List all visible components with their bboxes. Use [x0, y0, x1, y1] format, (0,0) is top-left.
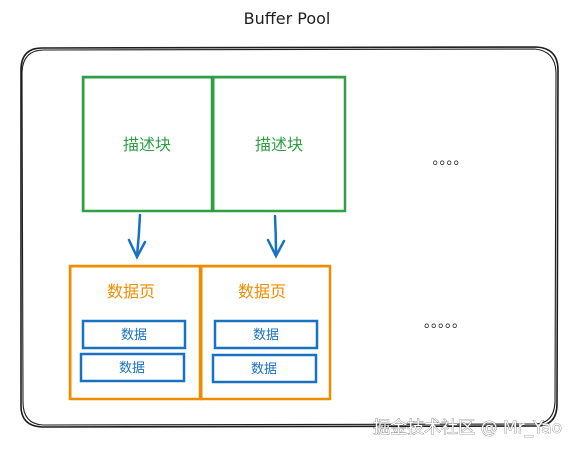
data-item: 数据	[213, 319, 319, 350]
descriptor-block-label: 描述块	[255, 135, 303, 154]
arrow-descriptor-2-to-page-2	[266, 214, 286, 259]
descriptor-block-1: 描述块	[81, 75, 214, 213]
descriptor-block-label: 描述块	[123, 135, 171, 154]
descriptor-ellipsis: 。。。。	[433, 152, 468, 168]
data-page-1: 数据页 数据 数据	[68, 264, 202, 401]
data-item-label: 数据	[121, 328, 147, 343]
descriptor-block-2: 描述块	[211, 75, 347, 213]
arrow-descriptor-1-to-page-1	[127, 213, 147, 260]
data-page-label: 数据页	[238, 282, 286, 301]
data-page-2: 数据页 数据 数据	[199, 264, 332, 401]
diagram-title: Buffer Pool	[244, 9, 331, 28]
data-page-label: 数据页	[107, 282, 155, 301]
data-item-label: 数据	[251, 362, 277, 377]
watermark: 掘金技术社区 @ Mr_Yao	[373, 418, 562, 438]
buffer-pool-frame	[20, 46, 559, 428]
data-item-label: 数据	[253, 328, 279, 343]
data-item-label: 数据	[119, 361, 145, 376]
data-item: 数据	[79, 352, 186, 383]
data-item: 数据	[211, 353, 318, 384]
data-page-ellipsis: 。。。。。	[424, 315, 466, 331]
data-item: 数据	[81, 319, 187, 350]
